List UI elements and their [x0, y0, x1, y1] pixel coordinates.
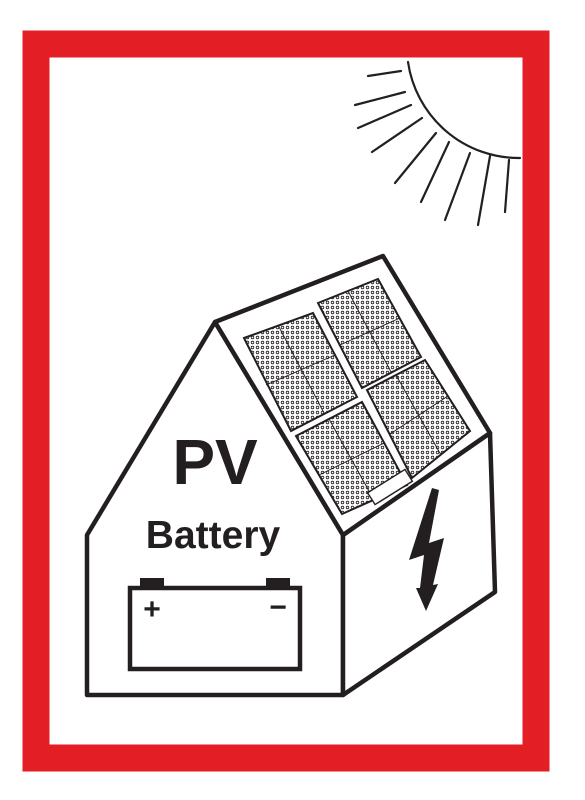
sign-title: PV: [172, 426, 258, 498]
red-border: [22, 30, 550, 772]
sun-icon: [353, 60, 522, 227]
solar-panel-icon: [242, 277, 472, 516]
battery-negative-symbol: −: [269, 591, 287, 624]
battery-negative-terminal: [266, 578, 290, 589]
lightning-bolt-icon: [409, 488, 444, 611]
sign-subtitle: Battery: [146, 514, 281, 557]
battery-positive-symbol: +: [143, 593, 161, 626]
battery-positive-terminal: [140, 578, 164, 589]
battery-icon: + −: [127, 578, 303, 672]
